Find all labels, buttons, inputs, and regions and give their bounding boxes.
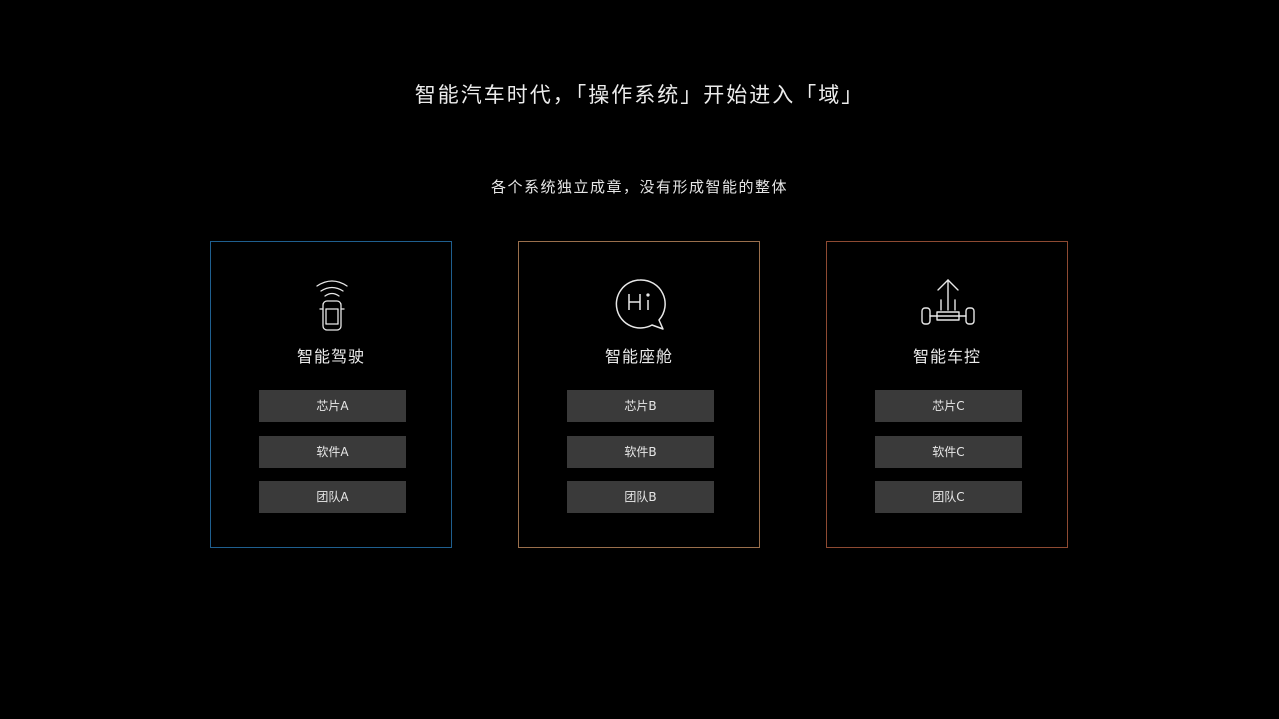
software-item: 软件C: [875, 436, 1022, 468]
software-item: 软件A: [259, 436, 406, 468]
card-smart-vehicle-control: 智能车控 芯片C 软件C 团队C: [826, 241, 1068, 548]
card-smart-driving: 智能驾驶 芯片A 软件A 团队A: [210, 241, 452, 548]
chip-item: 芯片A: [259, 390, 406, 422]
card-title: 智能座舱: [604, 347, 673, 366]
card-smart-cockpit: 智能座舱 芯片B 软件B 团队B: [518, 241, 760, 548]
chip-item: 芯片C: [875, 390, 1022, 422]
software-item: 软件B: [567, 436, 714, 468]
chassis-control-icon: [918, 276, 978, 334]
chip-item: 芯片B: [567, 390, 714, 422]
card-title: 智能车控: [912, 347, 981, 366]
team-item: 团队C: [875, 481, 1022, 513]
card-title: 智能驾驶: [296, 347, 365, 366]
team-item: 团队B: [567, 481, 714, 513]
hi-speech-bubble-icon: [610, 276, 670, 334]
page-title: 智能汽车时代，「操作系统」开始进入「域」: [414, 83, 865, 107]
page-subtitle: 各个系统独立成章，没有形成智能的整体: [490, 178, 788, 196]
autonomous-car-icon: [302, 276, 362, 334]
team-item: 团队A: [259, 481, 406, 513]
